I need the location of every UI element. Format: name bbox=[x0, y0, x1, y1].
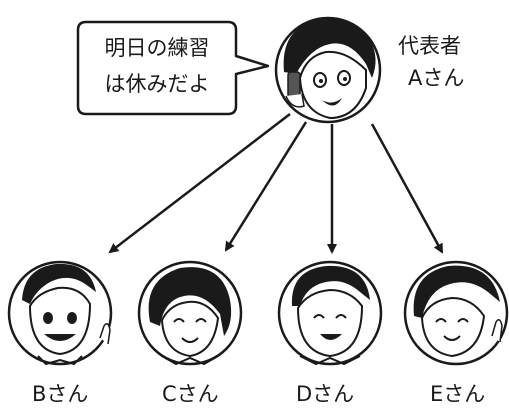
member-d-label: Dさん bbox=[296, 382, 355, 406]
arrow-to-b bbox=[108, 113, 291, 254]
member-b-portrait bbox=[7, 260, 113, 366]
arrow-to-e bbox=[370, 123, 444, 254]
member-d-portrait bbox=[277, 260, 383, 366]
speech-bubble bbox=[76, 20, 270, 116]
representative-a-portrait bbox=[274, 16, 382, 124]
member-c-label: Cさん bbox=[162, 382, 219, 406]
speech-bubble-line-2: は休みだよ bbox=[104, 72, 210, 96]
speech-bubble-line-1: 明日の練習 bbox=[104, 36, 210, 60]
member-b-label: Bさん bbox=[32, 382, 89, 406]
member-e-label: Eさん bbox=[430, 382, 486, 406]
speech-bubble-text: 明日の練習 は休みだよ bbox=[82, 30, 232, 102]
member-c-portrait bbox=[137, 260, 243, 366]
representative-name: Aさん bbox=[408, 66, 465, 90]
representative-title: 代表者 bbox=[398, 34, 461, 58]
member-e-portrait bbox=[403, 260, 509, 366]
arrow-to-c bbox=[224, 121, 308, 252]
arrows bbox=[108, 113, 444, 254]
